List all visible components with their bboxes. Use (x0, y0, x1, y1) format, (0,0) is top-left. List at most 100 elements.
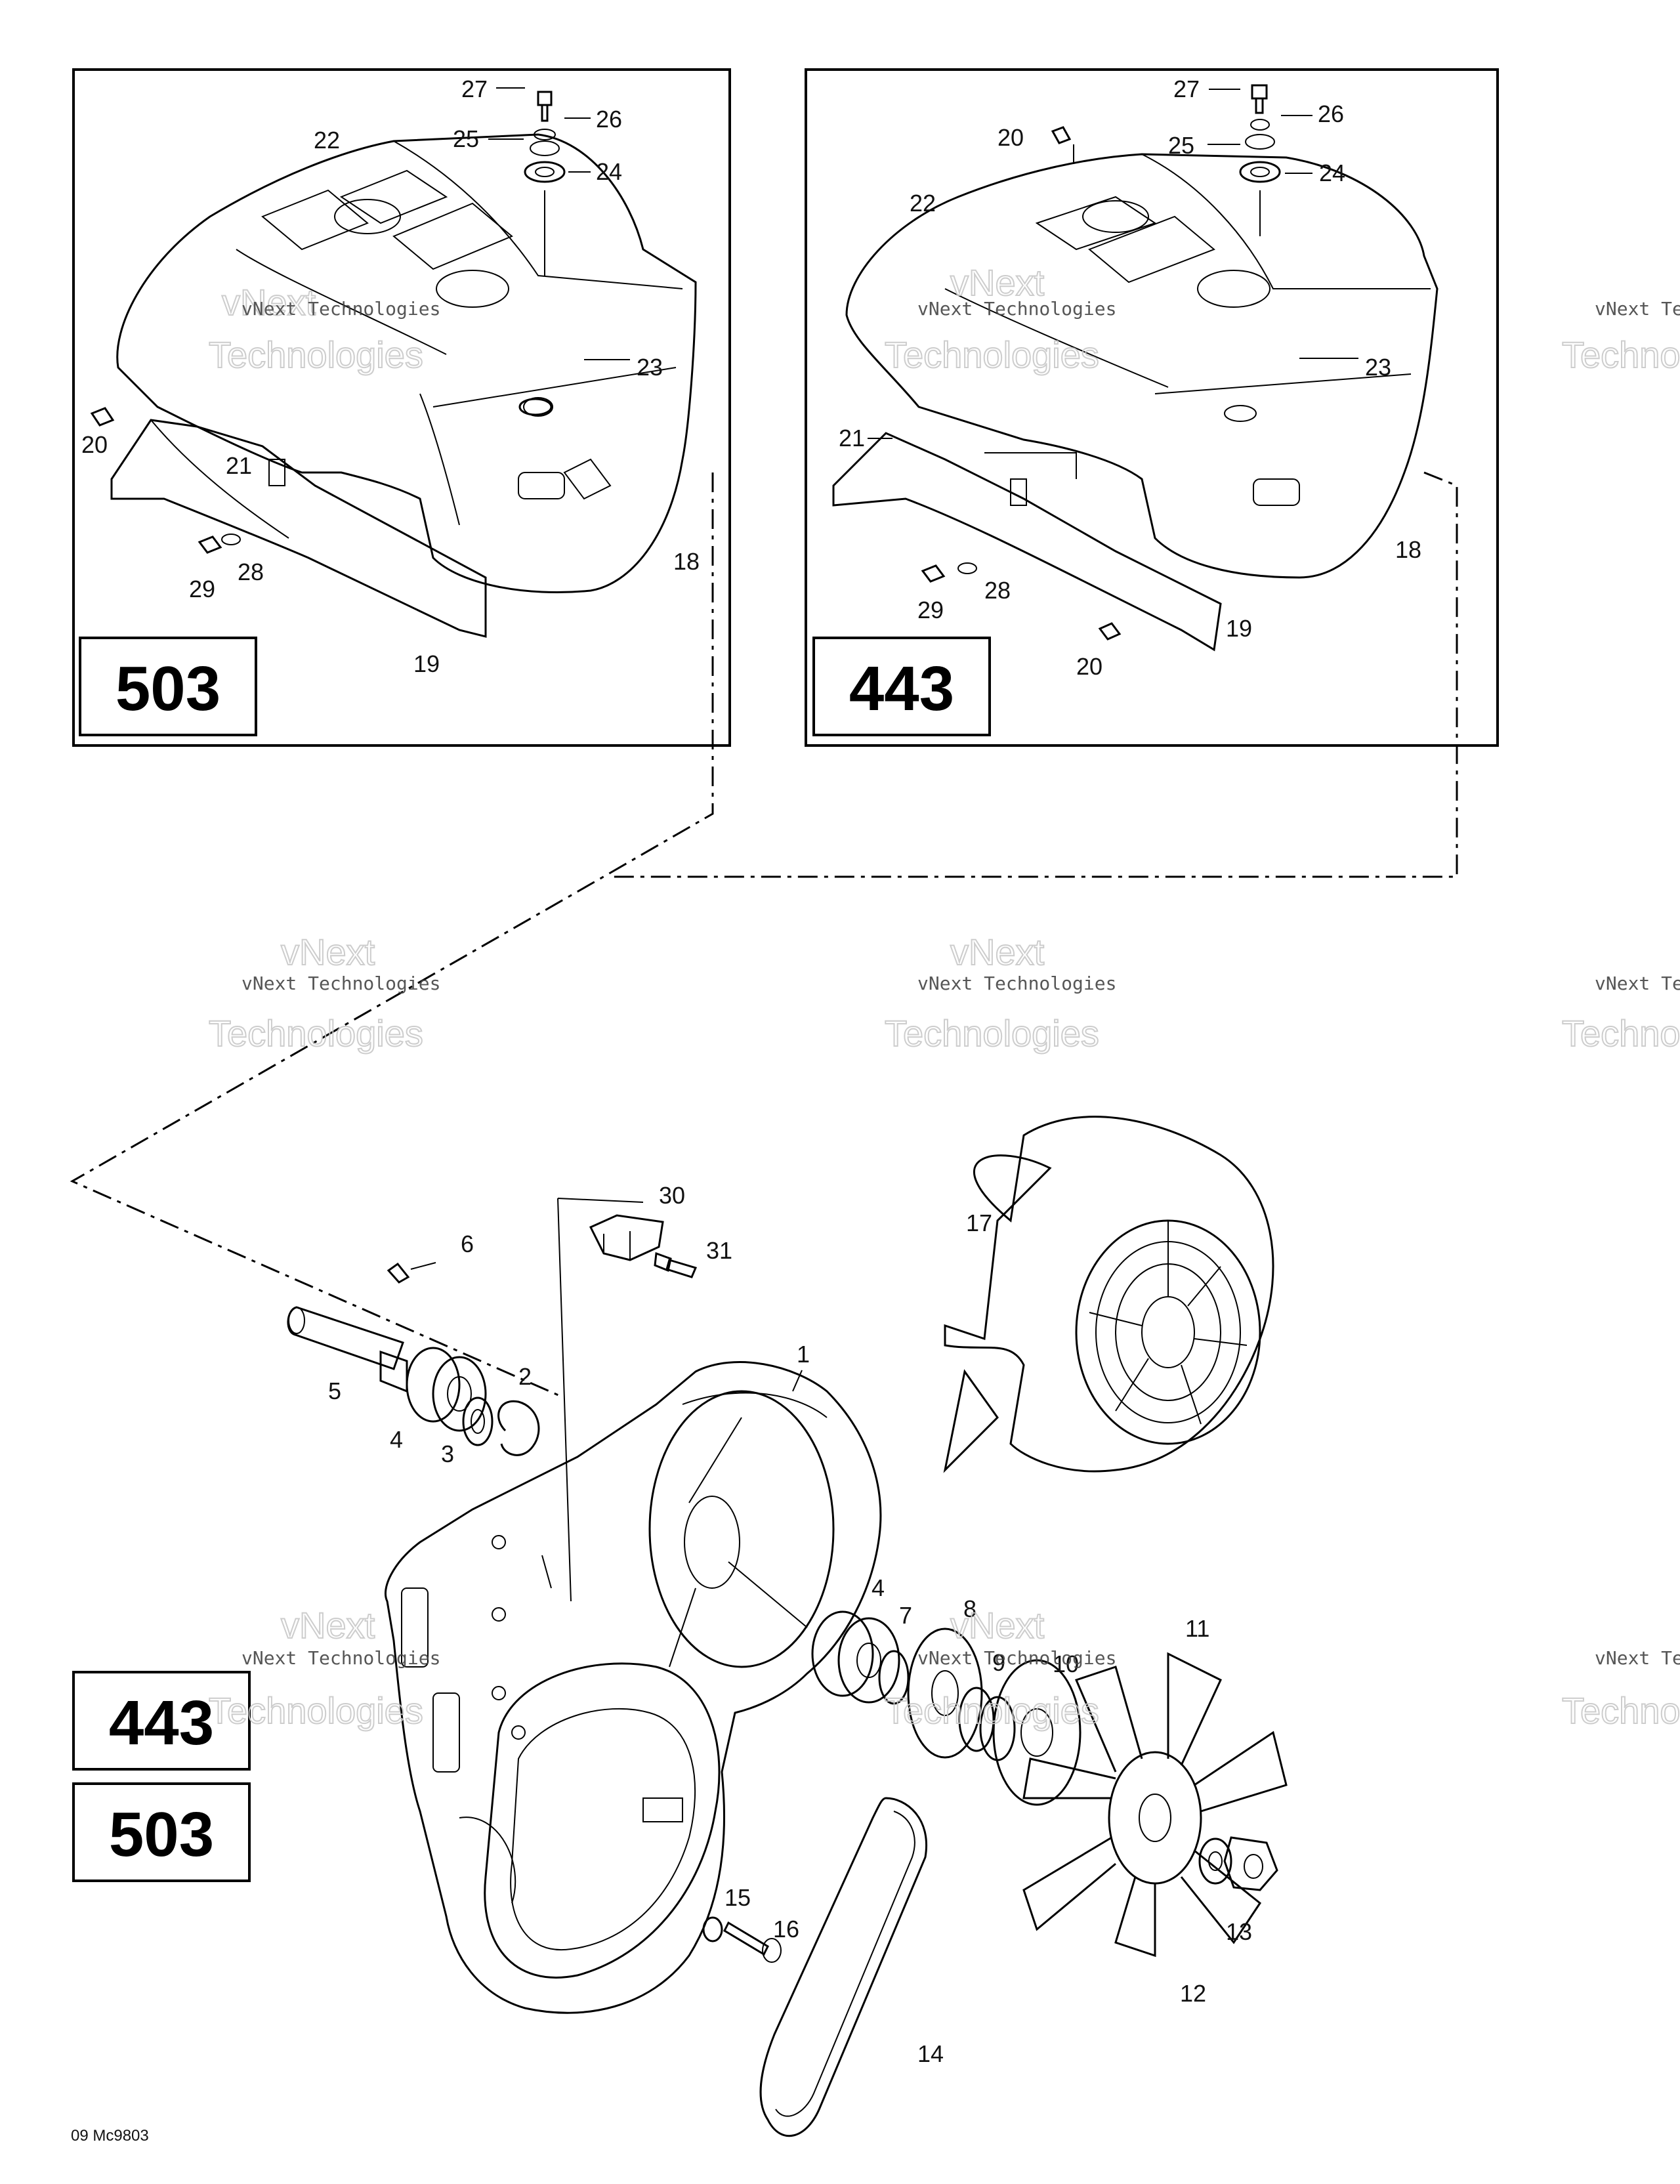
callout-24: 24 (596, 158, 622, 185)
panel-443: 27 26 20 25 24 22 23 21 18 28 29 19 20 4… (805, 68, 1499, 747)
callout-11: 11 (1185, 1615, 1209, 1642)
model-label: 503 (116, 654, 220, 724)
callouts-503: 27 26 25 24 22 23 20 21 18 28 29 19 (81, 75, 700, 677)
callout-13: 13 (1226, 1918, 1252, 1945)
watermark-text: vNext Technologies (917, 298, 1116, 320)
callouts-443: 27 26 20 25 24 22 23 21 18 28 29 19 20 (839, 75, 1421, 680)
callout-7: 7 (899, 1602, 912, 1629)
watermarks: vNext vNext Technologies Technologies vN… (208, 261, 1680, 1732)
watermark-text: vNext Technologies (917, 1647, 1116, 1669)
callout-28: 28 (984, 577, 1011, 604)
watermark-word: vNext (950, 1605, 1045, 1646)
watermark-word: Technologies (1562, 334, 1680, 375)
callout-25: 25 (453, 125, 479, 152)
model-box-503: 503 (79, 637, 257, 736)
callout-5: 5 (328, 1377, 341, 1404)
fan-cowl-503 (116, 133, 697, 594)
callout-21: 21 (839, 425, 865, 452)
callout-17: 17 (966, 1209, 992, 1236)
watermark-text: vNext Technologies (1595, 1647, 1680, 1669)
watermark-word: Technologies (209, 1690, 423, 1731)
screws-15-16 (702, 1916, 782, 1963)
callout-26: 26 (1318, 100, 1344, 127)
model-label: 443 (849, 654, 954, 724)
watermark-word: vNext (950, 931, 1045, 973)
bracket-443 (832, 432, 1222, 652)
pulley-group (811, 1610, 1082, 1806)
watermark-word: Technologies (885, 1690, 1099, 1731)
panel-503-frame (72, 68, 731, 747)
callout-18: 18 (673, 548, 700, 575)
callout-15: 15 (724, 1884, 751, 1911)
callout-19: 19 (413, 650, 440, 677)
watermark-word: Technologies (1562, 1690, 1680, 1731)
hardware-503 (90, 91, 566, 554)
fan-cowl-443 (845, 153, 1438, 579)
watermark-word: Technologies (209, 334, 423, 375)
callout-22: 22 (314, 127, 340, 154)
callout-25: 25 (1168, 132, 1194, 159)
fan-shaft-group (287, 1262, 540, 1456)
callout-26: 26 (596, 106, 622, 133)
watermark-text: vNext Technologies (242, 1647, 440, 1669)
watermark-word: vNext (281, 931, 375, 973)
callout-14: 14 (917, 2040, 944, 2067)
callout-20: 20 (81, 431, 108, 458)
callout-29: 29 (189, 576, 215, 602)
watermark-text: vNext Technologies (242, 973, 440, 994)
callout-24: 24 (1319, 159, 1345, 186)
callout-2: 2 (518, 1363, 532, 1390)
model-label: 443 (109, 1688, 214, 1758)
callout-30: 30 (659, 1182, 685, 1209)
watermark-word: vNext (222, 282, 316, 323)
model-box-443: 443 (812, 637, 991, 736)
watermark-text: vNext Technologies (1595, 298, 1680, 320)
watermark-word: Technologies (885, 334, 1099, 375)
callout-8: 8 (963, 1595, 976, 1622)
main-assembly: 30 6 31 17 1 5 2 4 3 4 7 8 9 10 11 15 16… (287, 1116, 1288, 2137)
watermark-word: Technologies (885, 1013, 1099, 1054)
callout-4: 4 (872, 1574, 885, 1601)
drawing-code: 09 Mc9803 (71, 2127, 149, 2145)
callout-18: 18 (1395, 536, 1421, 563)
bracket-30-group (541, 1198, 698, 1602)
callout-10: 10 (1053, 1650, 1079, 1677)
callout-23: 23 (637, 354, 663, 381)
callout-6: 6 (461, 1230, 474, 1257)
callout-27: 27 (461, 75, 488, 102)
callout-28: 28 (238, 558, 264, 585)
callout-20: 20 (998, 124, 1024, 151)
callout-3: 3 (441, 1440, 454, 1467)
watermark-word: Technologies (209, 1013, 423, 1054)
callout-21: 21 (226, 452, 252, 479)
watermark-word: Technologies (1562, 1013, 1680, 1054)
drive-belt (759, 1797, 927, 2137)
callouts-main: 30 6 31 17 1 5 2 4 3 4 7 8 9 10 11 15 16… (328, 1182, 1252, 2067)
watermark-text: vNext Technologies (242, 298, 440, 320)
watermark-word: vNext (950, 262, 1045, 303)
connector-lines (70, 471, 1458, 1399)
watermark-text: vNext Technologies (1595, 973, 1680, 994)
model-label: 503 (109, 1799, 214, 1870)
watermark-text: vNext Technologies (917, 973, 1116, 994)
fan-guard (943, 1116, 1274, 1473)
callout-23: 23 (1365, 354, 1391, 381)
callout-12: 12 (1180, 1980, 1206, 2007)
hardware-443 (921, 84, 1281, 640)
fan-housing (384, 1361, 882, 2014)
callout-29: 29 (917, 597, 944, 623)
callout-27: 27 (1173, 75, 1200, 102)
callout-4: 4 (390, 1426, 403, 1453)
callout-31: 31 (706, 1237, 732, 1264)
callout-19: 19 (1226, 615, 1252, 642)
callout-22: 22 (910, 190, 936, 217)
watermark-word: vNext (281, 1605, 375, 1646)
bracket-503 (110, 419, 487, 638)
bottom-model-boxes: 443 503 (72, 1671, 251, 1882)
callout-1: 1 (797, 1341, 810, 1368)
callout-20: 20 (1076, 653, 1102, 680)
panel-443-frame (805, 68, 1499, 747)
callout-16: 16 (773, 1916, 799, 1942)
callout-9: 9 (992, 1649, 1005, 1676)
